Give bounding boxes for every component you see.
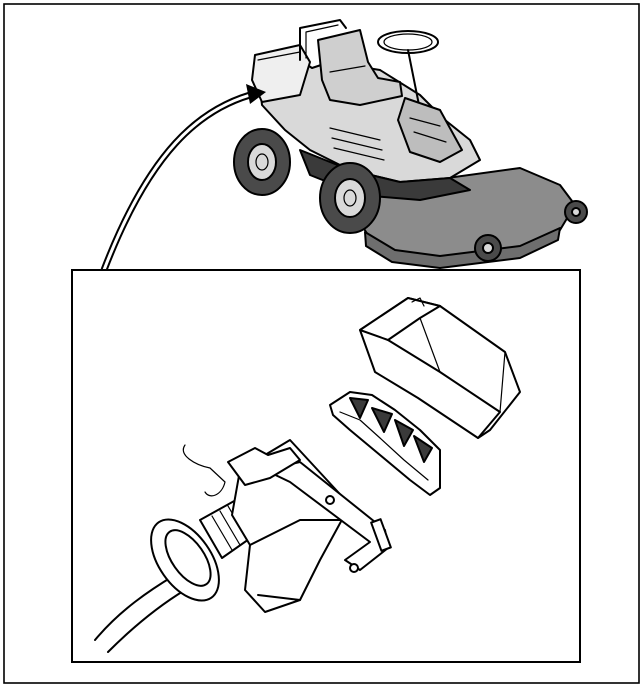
rider-mower-icon — [233, 19, 588, 269]
detail-frame — [71, 269, 581, 663]
filter-cover-icon — [359, 297, 521, 439]
air-filter-housing-icon — [94, 439, 392, 653]
callout-arrow-icon — [100, 84, 266, 272]
filter-element-icon — [329, 391, 441, 496]
